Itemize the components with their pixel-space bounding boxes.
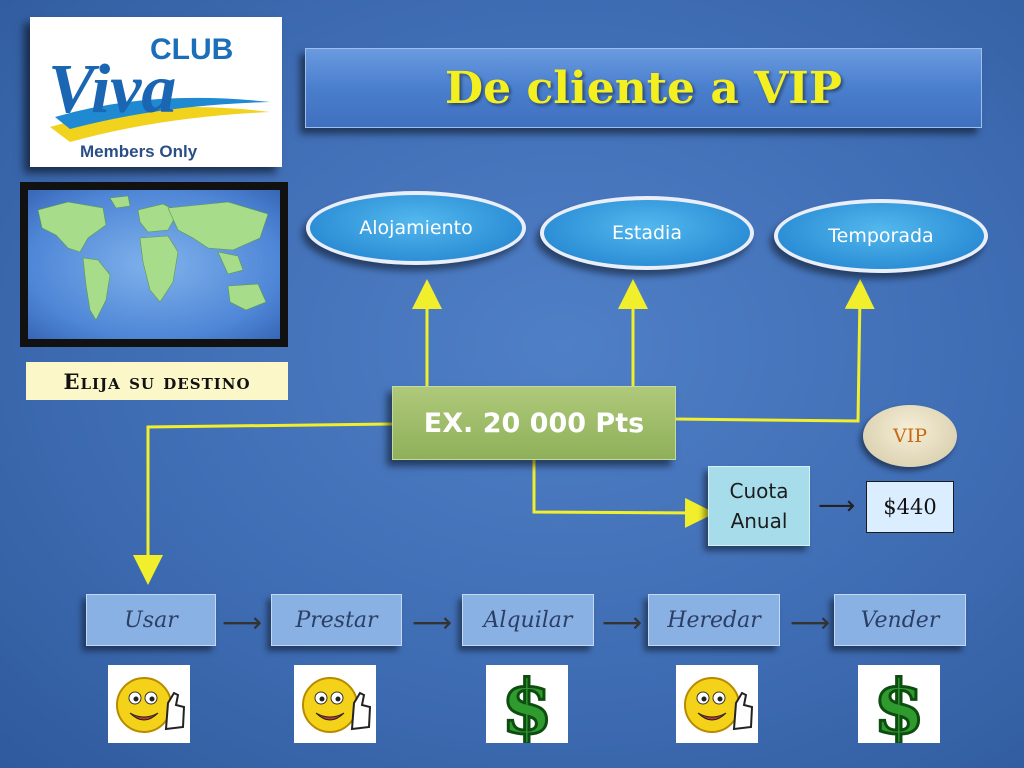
- svg-text:$: $: [501, 665, 553, 743]
- option-alojamiento[interactable]: Alojamiento: [306, 191, 526, 265]
- arrow-right-icon: ⟶: [222, 606, 263, 639]
- option-estadia[interactable]: Estadia: [540, 196, 754, 270]
- annual-fee-line2: Anual: [730, 509, 788, 533]
- svg-text:$: $: [873, 665, 925, 743]
- world-map-frame: [20, 182, 288, 347]
- smiley-thumbs-up-icon: [294, 665, 376, 743]
- action-prestar[interactable]: Prestar: [271, 594, 402, 646]
- action-heredar[interactable]: Heredar: [648, 594, 780, 646]
- dollar-sign-icon: $: [486, 665, 568, 743]
- action-usar[interactable]: Usar: [86, 594, 216, 646]
- logo-club-text: CLUB: [150, 33, 233, 66]
- logo-tagline: Members Only: [80, 142, 198, 161]
- points-box[interactable]: EX. 20 000 Pts: [392, 386, 676, 460]
- smiley-thumbs-up-icon: [676, 665, 758, 743]
- dollar-sign-icon: $: [858, 665, 940, 743]
- action-alquilar[interactable]: Alquilar: [462, 594, 594, 646]
- choose-destination-label: Elija su destino: [26, 362, 288, 400]
- arrow-right-icon: ⟶: [412, 606, 453, 639]
- annual-fee-box[interactable]: Cuota Anual: [708, 466, 810, 546]
- club-viva-logo: CLUB Viva Members Only: [30, 17, 282, 167]
- option-temporada[interactable]: Temporada: [774, 199, 988, 273]
- arrow-cuota-price: ⟶: [818, 491, 855, 521]
- option-temporada-label: Temporada: [828, 225, 934, 247]
- world-map[interactable]: [28, 190, 280, 339]
- connector-cuota: [532, 458, 715, 528]
- option-estadia-label: Estadia: [612, 222, 682, 244]
- smiley-thumbs-up-icon: [108, 665, 190, 743]
- page-title: De cliente a VIP: [305, 48, 982, 128]
- action-vender[interactable]: Vender: [834, 594, 966, 646]
- vip-badge[interactable]: VIP: [863, 405, 957, 467]
- arrow-right-icon: ⟶: [602, 606, 643, 639]
- world-map-icon: [37, 195, 269, 321]
- connector-usar: [133, 422, 393, 585]
- annual-fee-line1: Cuota: [729, 479, 789, 503]
- annual-fee-price: $440: [866, 481, 954, 533]
- logo-graphic: CLUB Viva Members Only: [48, 33, 270, 161]
- logo-viva-text: Viva: [48, 51, 176, 128]
- arrow-right-icon: ⟶: [790, 606, 831, 639]
- option-alojamiento-label: Alojamiento: [359, 217, 473, 239]
- connector-temporada: [673, 279, 875, 423]
